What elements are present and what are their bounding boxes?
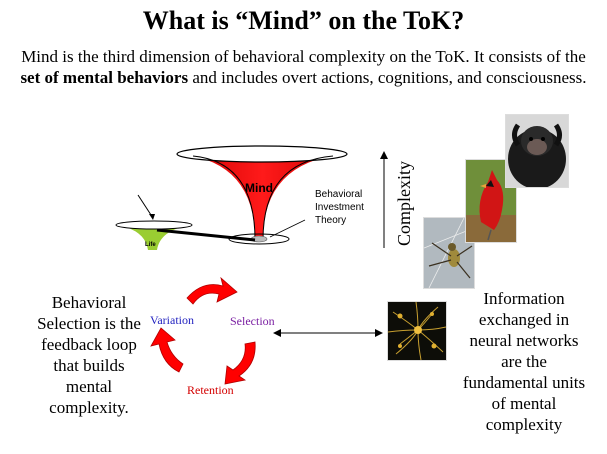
cycle-arrow-right bbox=[224, 341, 256, 385]
bit-label-line-3: Theory bbox=[315, 215, 346, 226]
neural-network-photo bbox=[388, 302, 446, 360]
mind-funnel-body bbox=[180, 154, 345, 240]
mind-funnel-left-edge bbox=[192, 155, 256, 241]
tok-funnel-diagram: Mind Life Behavioral Investment Theory bbox=[115, 145, 364, 250]
mind-funnel-right-edge bbox=[262, 155, 334, 241]
double-headed-arrow bbox=[273, 329, 383, 337]
double-arrow-head-left bbox=[273, 329, 281, 337]
mind-funnel-base-ring bbox=[228, 233, 290, 245]
life-label: Life bbox=[145, 242, 156, 248]
connecting-bar bbox=[156, 228, 256, 242]
cycle-label-selection: Selection bbox=[230, 314, 275, 328]
life-funnel-rim bbox=[115, 220, 193, 230]
bit-leader-line bbox=[269, 219, 306, 238]
mind-label: Mind bbox=[245, 181, 273, 195]
cycle-arrow-left bbox=[150, 327, 184, 373]
bit-label-line-1: Behavioral bbox=[315, 189, 362, 200]
behavioral-selection-note: Behavioral Selection is the feedback loo… bbox=[37, 293, 141, 417]
neural-networks-note: Information exchanged in neural networks… bbox=[462, 289, 586, 434]
cycle-arrow-top bbox=[186, 276, 238, 305]
spider-photo bbox=[424, 218, 474, 288]
intro-text-end: and includes overt actions, cognitions, … bbox=[188, 68, 587, 87]
mind-funnel-rim bbox=[176, 145, 348, 163]
cycle-label-retention: Retention bbox=[187, 383, 234, 397]
page-title: What is “Mind” on the ToK? bbox=[142, 6, 465, 35]
life-funnel-body bbox=[117, 225, 191, 250]
selection-cycle-diagram: Variation Selection Retention bbox=[150, 276, 275, 397]
intro-text-bold: set of mental behaviors bbox=[20, 68, 189, 87]
complexity-axis: Complexity bbox=[380, 151, 414, 248]
chimpanzee-photo bbox=[506, 115, 568, 187]
bit-label-line-2: Investment bbox=[315, 202, 364, 213]
pointer-arrow-head bbox=[149, 214, 155, 220]
cardinal-photo bbox=[466, 160, 516, 242]
intro-text: Mind is the third dimension of behaviora… bbox=[20, 46, 587, 88]
intro-text-start: Mind is the third dimension of behaviora… bbox=[21, 47, 586, 66]
double-arrow-head-right bbox=[375, 329, 383, 337]
cycle-label-variation: Variation bbox=[150, 313, 194, 327]
complexity-arrow-head bbox=[380, 151, 388, 159]
complexity-label: Complexity bbox=[394, 161, 414, 246]
